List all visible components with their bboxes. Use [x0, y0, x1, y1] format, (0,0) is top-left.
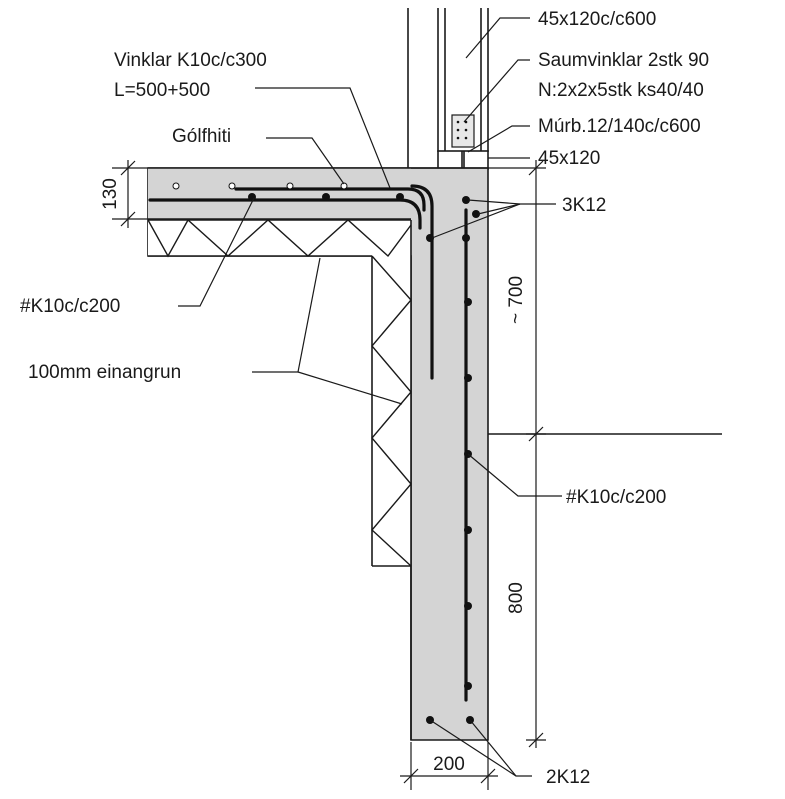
vertical-dimension-right: ~ 700 800 [488, 160, 546, 748]
lower-height-label: 800 [506, 582, 527, 614]
sill-plate [437, 150, 489, 170]
murbolti-label: Múrb.12/140c/c600 [538, 116, 701, 137]
saumvinklar-label-line1: Saumvinklar 2stk 90 [538, 50, 709, 71]
wall-width-dimension: 200 [400, 742, 498, 790]
wall-insulation [371, 255, 412, 567]
vinklar-label-line2: L=500+500 [114, 80, 210, 101]
saumvinklar-label-line2: N:2x2x5stk ks40/40 [538, 80, 704, 101]
leader-lines [178, 17, 562, 777]
nail-plate-bracket [451, 114, 475, 148]
upper-height-label: ~ 700 [506, 276, 527, 324]
bottom-bars-label: 2K12 [546, 767, 590, 788]
slab-thickness-label: 130 [100, 178, 121, 210]
timber-stud-wall [407, 8, 489, 170]
slab-thickness-dimension: 130 [100, 160, 148, 228]
slab-mesh-label: #K10c/c200 [20, 296, 120, 317]
vinklar-label-line1: Vinklar K10c/c300 [114, 50, 267, 71]
wall-mesh-label: #K10c/c200 [566, 487, 666, 508]
top-bars-label: 3K12 [562, 195, 606, 216]
sill-plate-label: 45x120 [538, 148, 600, 169]
reinforcement [148, 182, 480, 724]
wall-width-label: 200 [433, 754, 465, 775]
golfhiti-label: Gólfhiti [172, 126, 231, 147]
insulation-label: 100mm einangrun [28, 362, 181, 383]
stud-label: 45x120c/c600 [538, 9, 656, 30]
slab-insulation [147, 218, 412, 258]
